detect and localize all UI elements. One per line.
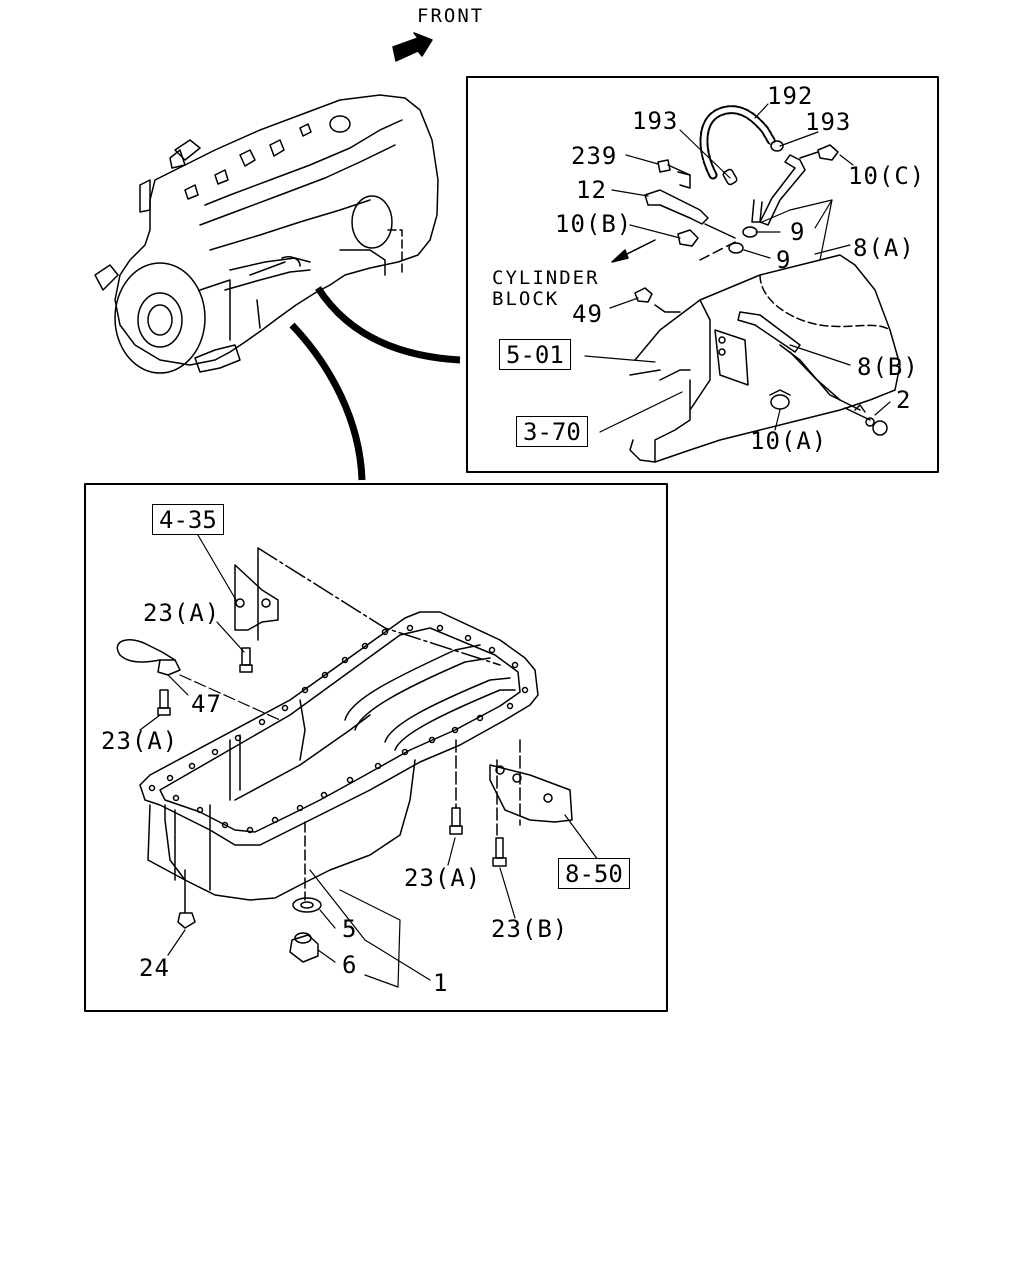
part-label-2: 2 <box>896 386 912 414</box>
part-label-10c: 10(C) <box>848 162 926 190</box>
part-label-47: 47 <box>191 690 222 718</box>
part-label-1: 1 <box>433 969 449 997</box>
upper-detail-frame <box>466 76 939 473</box>
part-label-9-lower: 9 <box>776 246 792 274</box>
part-label-8b: 8(B) <box>857 353 919 381</box>
leader-curves <box>289 286 461 481</box>
engine-assembly <box>94 94 439 374</box>
upper-detail-drawing <box>611 105 901 463</box>
part-label-23b: 23(B) <box>491 915 569 943</box>
ref-box-3-70: 3-70 <box>516 416 588 448</box>
part-label-239: 239 <box>571 142 618 170</box>
part-label-10a: 10(A) <box>750 427 828 455</box>
part-label-24: 24 <box>139 954 170 982</box>
part-label-23a-center: 23(A) <box>404 864 482 892</box>
part-label-12: 12 <box>576 176 607 204</box>
part-label-10b: 10(B) <box>555 210 633 238</box>
ref-box-8-50: 8-50 <box>558 858 630 890</box>
lower-leader-lines <box>139 529 599 988</box>
part-label-23a-upper: 23(A) <box>143 599 221 627</box>
front-label: FRONT <box>417 5 485 27</box>
part-label-5: 5 <box>342 915 358 943</box>
ref-box-4-35: 4-35 <box>152 504 224 536</box>
ref-box-5-01: 5-01 <box>499 339 571 371</box>
part-label-6: 6 <box>342 951 358 979</box>
part-label-193-left: 193 <box>632 107 679 135</box>
upper-leader-lines <box>584 103 891 433</box>
part-label-23a-left: 23(A) <box>101 727 179 755</box>
lower-detail-drawing <box>116 547 573 963</box>
cylinder-block-label-line-1: CYLINDER <box>492 267 600 289</box>
part-label-8a: 8(A) <box>853 234 915 262</box>
flange-holes <box>148 624 529 834</box>
part-label-192: 192 <box>767 82 814 110</box>
lower-detail-frame <box>84 483 668 1012</box>
front-arrow-icon <box>392 32 433 62</box>
part-label-193-right: 193 <box>805 108 852 136</box>
part-label-9-upper: 9 <box>790 218 806 246</box>
cylinder-block-label-line-2: BLOCK <box>492 288 560 310</box>
part-label-49: 49 <box>572 300 603 328</box>
